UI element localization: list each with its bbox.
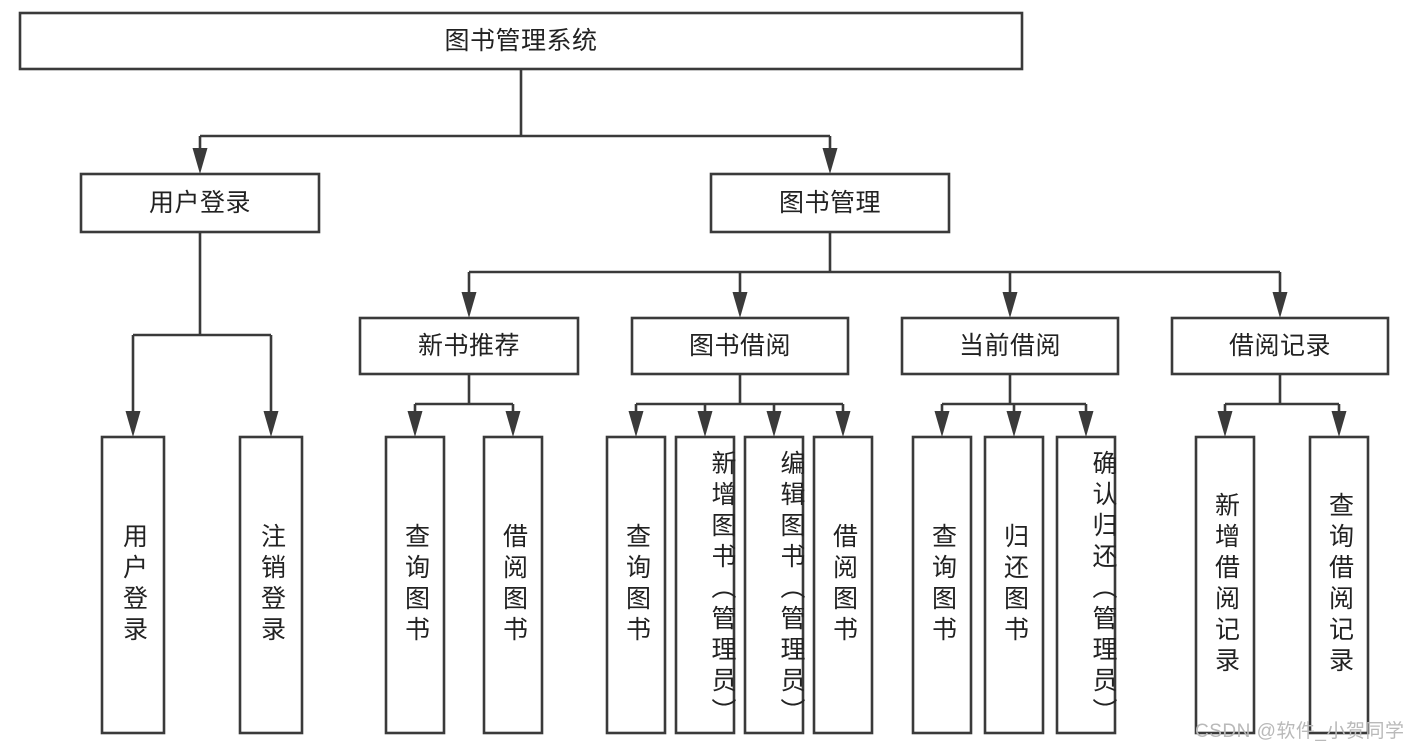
node-box-leaf-borrow-book[interactable] [812,435,874,735]
node-box-leaf-query-book-recommend[interactable] [384,435,446,735]
arrow-head-icon [125,411,141,437]
node-box-layer [18,11,1390,735]
arrow-head-icon [1272,292,1288,318]
node-box-leaf-query-borrow-record[interactable] [1308,435,1370,735]
arrow-head-icon [628,411,644,437]
connector-group-conn-borrow-bus [628,374,851,437]
arrow-head-icon [263,411,279,437]
arrow-head-icon [407,411,423,437]
node-box-book-borrow[interactable] [630,316,850,376]
arrow-head-icon [766,411,782,437]
node-box-leaf-borrow-book-recommend[interactable] [482,435,544,735]
arrow-head-icon [934,411,950,437]
node-box-leaf-add-book-admin[interactable] [674,435,736,735]
connector-group-conn-records-bus [1217,374,1347,437]
connector-group-conn-recommend-bus [407,374,521,437]
node-box-leaf-query-book[interactable] [605,435,667,735]
arrow-head-icon [192,148,208,174]
node-box-leaf-add-borrow-record[interactable] [1194,435,1256,735]
arrow-head-icon [1006,411,1022,437]
arrow-head-icon [835,411,851,437]
csdn-watermark: CSDN @软件_小贺同学 [1195,721,1405,742]
arrow-head-icon [732,292,748,318]
arrow-head-icon [461,292,477,318]
node-box-borrow-records[interactable] [1170,316,1390,376]
node-box-leaf-confirm-return-admin[interactable] [1055,435,1117,735]
arrow-head-icon [697,411,713,437]
arrow-head-icon [1078,411,1094,437]
node-box-leaf-user-login[interactable] [100,435,166,735]
arrow-head-icon [1002,292,1018,318]
connector-group-conn-book-management-bus [461,232,1288,318]
arrow-head-icon [1217,411,1233,437]
node-box-book-management[interactable] [709,172,951,234]
connector-group-conn-user-login-bus [125,232,279,437]
arrow-head-icon [1331,411,1347,437]
node-box-new-book-recommend[interactable] [358,316,580,376]
arrow-head-icon [822,148,838,174]
connector-layer [125,69,1347,437]
node-box-leaf-edit-book-admin[interactable] [743,435,805,735]
connector-group-conn-current-bus [934,374,1094,437]
node-box-root[interactable] [18,11,1024,71]
arrow-head-icon [505,411,521,437]
node-box-leaf-logout[interactable] [238,435,304,735]
node-box-current-borrow[interactable] [900,316,1120,376]
connector-group-conn-root-bus [192,69,838,174]
node-box-leaf-query-book-current[interactable] [911,435,973,735]
node-box-leaf-return-book[interactable] [983,435,1045,735]
node-box-user-login[interactable] [79,172,321,234]
